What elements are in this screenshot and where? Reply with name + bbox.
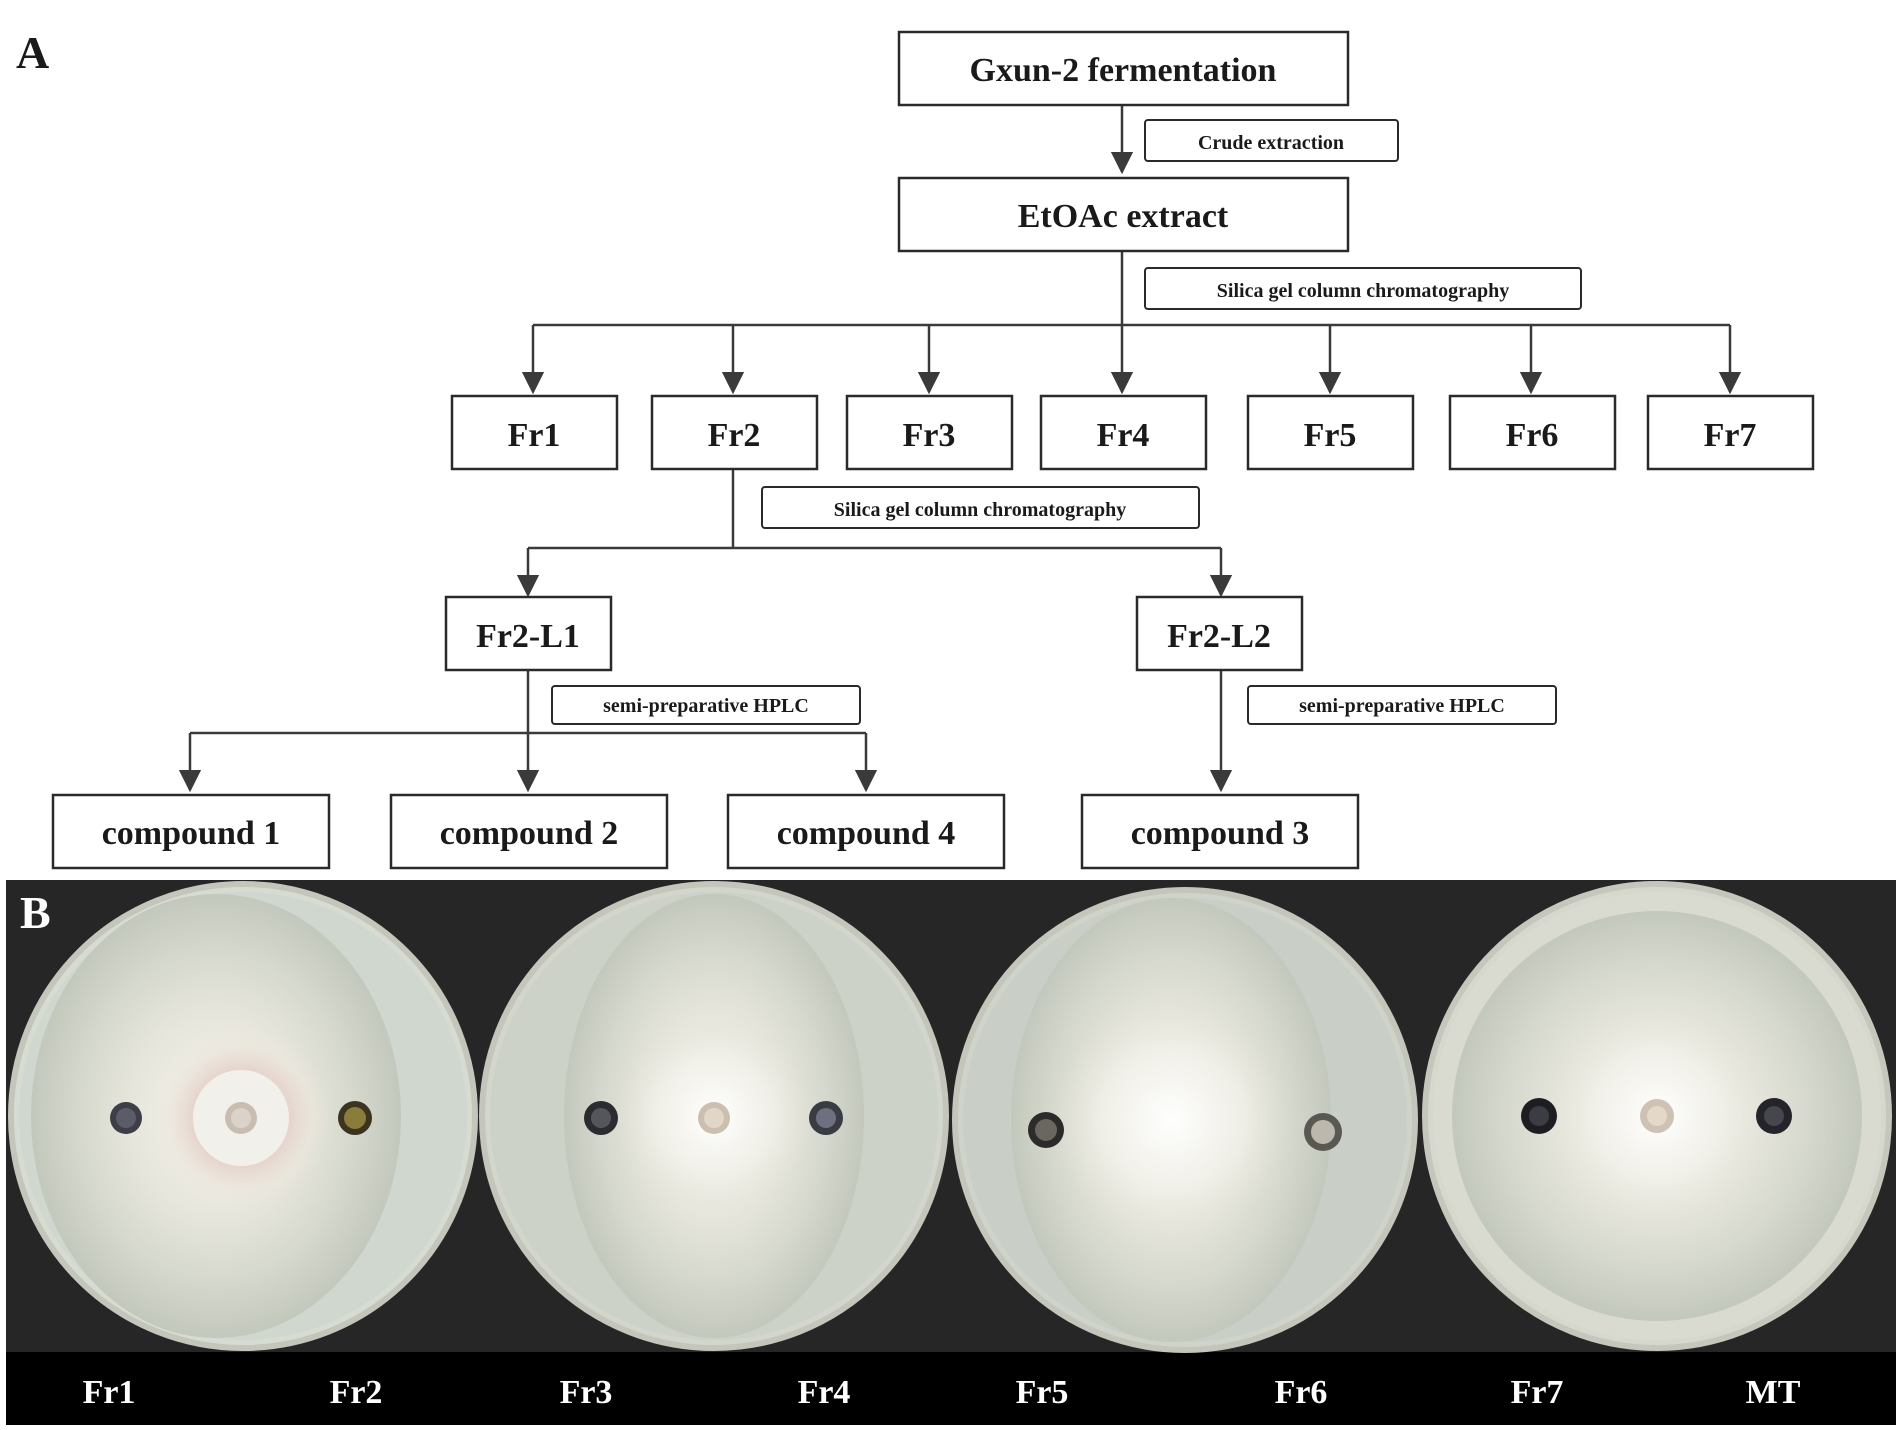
compound-node: compound 4 [777,815,956,852]
fraction-node: Fr6 [1506,417,1559,454]
dish-label: Fr1 [83,1374,136,1411]
flowchart: A [16,27,1815,870]
dish-label: Fr7 [1511,1374,1564,1411]
root-node: Gxun-2 fermentation [970,52,1277,89]
compound-node: compound 1 [102,815,281,852]
dish-label: Fr3 [560,1374,613,1411]
step-hplc-2: semi-preparative HPLC [1299,695,1505,717]
dish-label: MT [1746,1374,1801,1411]
petri-dish-photo: B Fr1 Fr2 Fr3 Fr4 Fr5 Fr6 Fr7 MT [6,880,1896,1425]
fraction-node: Fr3 [903,417,956,454]
fraction-node: Fr2 [708,417,761,454]
petri-dish-1 [8,881,478,1351]
petri-dish-4 [1422,881,1892,1351]
extract-node: EtOAc extract [1018,198,1229,235]
subfraction-node: Fr2-L2 [1167,618,1271,655]
fraction-node: Fr7 [1704,417,1757,454]
step-silica-gel-2: Silica gel column chromatography [834,499,1126,521]
dish-label: Fr5 [1016,1374,1069,1411]
fraction-node: Fr4 [1097,417,1150,454]
compound-node: compound 3 [1131,815,1310,852]
dish-label: Fr6 [1275,1374,1328,1411]
petri-dish-3 [952,887,1418,1353]
panel-b-label: B [20,887,51,938]
dish-label: Fr4 [798,1374,851,1411]
petri-dish-2 [479,881,949,1351]
subfraction-node: Fr2-L1 [476,618,580,655]
dish-label: Fr2 [330,1374,383,1411]
compound-node: compound 2 [440,815,619,852]
fraction-node: Fr5 [1304,417,1357,454]
panel-a-label: A [16,27,49,78]
step-crude-extraction: Crude extraction [1198,132,1344,154]
step-hplc-1: semi-preparative HPLC [603,695,809,717]
step-silica-gel-1: Silica gel column chromatography [1217,280,1509,302]
fraction-node: Fr1 [508,417,561,454]
